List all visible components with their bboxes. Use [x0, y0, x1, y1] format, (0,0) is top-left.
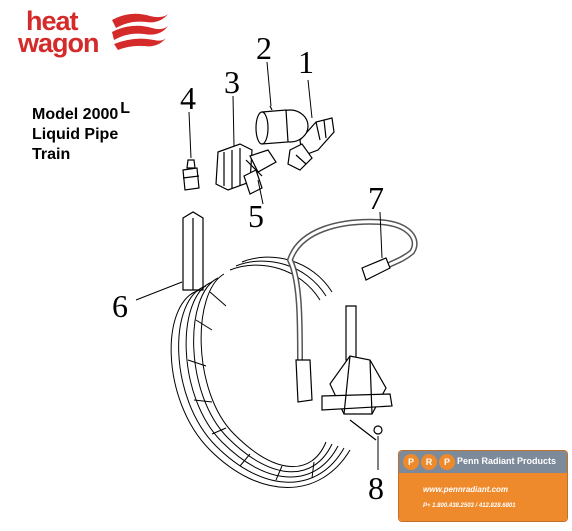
coiled-pipe: [170, 256, 351, 488]
badge-website: www.pennradiant.com: [423, 485, 509, 494]
callout-7: 7: [368, 180, 384, 216]
part-1-regulator: [287, 117, 335, 171]
part-6-pipe: [182, 211, 204, 291]
badge-header: P R P Penn Radiant Products: [399, 451, 567, 473]
callout-8: 8: [368, 470, 384, 506]
logo-word-heat: heat: [26, 6, 79, 36]
part-2-solenoid: [255, 105, 309, 145]
penn-radiant-badge: P R P Penn Radiant Products www.pennradi…: [398, 450, 568, 522]
badge-letter-p1: P: [403, 454, 419, 470]
callout-6: 6: [112, 288, 128, 324]
heat-wagon-logo: heat wagon: [18, 8, 168, 60]
part-4-fitting: [182, 159, 200, 191]
model-suffix: L: [120, 100, 131, 117]
callout-2: 2: [256, 30, 272, 66]
badge-letter-p2: P: [439, 454, 455, 470]
callout-4: 4: [180, 80, 196, 116]
callout-1: 1: [298, 44, 314, 80]
logo-flame-icon: [112, 13, 168, 50]
leader-lines: [135, 61, 383, 470]
logo-word-wagon: wagon: [18, 28, 99, 58]
callout-5: 5: [248, 198, 264, 234]
badge-company-name: Penn Radiant Products: [457, 456, 557, 466]
badge-phone: P+ 1.800.438.2503 / 412.828.6801: [423, 503, 516, 509]
part-3-pump: [215, 143, 277, 195]
part-7-hose: [286, 218, 418, 403]
model-subtitle-line-2: Train: [32, 146, 71, 163]
part-8-nozzle-assembly: [321, 305, 393, 441]
badge-letter-r: R: [421, 454, 437, 470]
model-subtitle-line-1: Liquid Pipe: [32, 126, 119, 143]
model-name: Model 2000: [32, 106, 119, 123]
badge-body: www.pennradiant.com P+ 1.800.438.2503 / …: [399, 473, 567, 521]
callout-3: 3: [224, 64, 240, 100]
